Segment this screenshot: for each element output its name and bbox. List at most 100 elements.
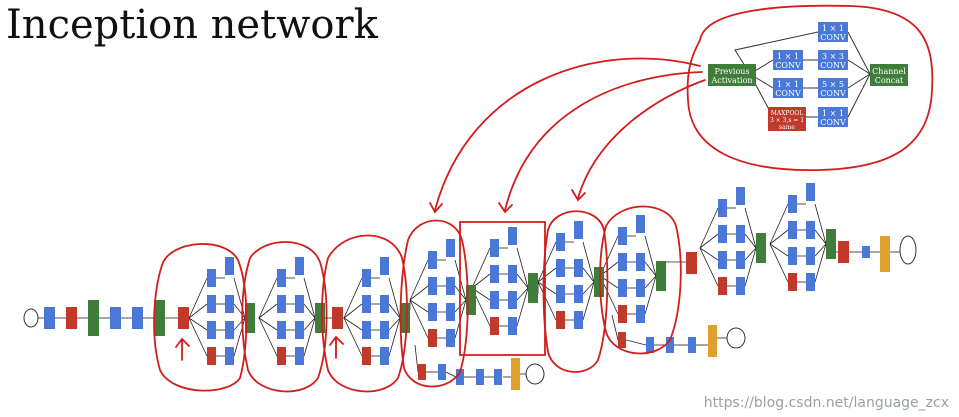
inception-3a-branch-a [207,321,216,339]
inception-3b-branch-a [277,347,286,365]
inception-5b-branch-b [806,273,815,291]
stem-conv-block [132,307,143,329]
inception-4a-branch-a [362,295,371,313]
fc-block [862,246,870,258]
aux-softmax-block [708,325,717,357]
inception-5a-branch-b [736,225,745,243]
inception-3b-edge [303,317,316,357]
module-loop-1 [153,243,248,392]
conv-1x1-block [773,78,803,98]
inception-5b-edge [814,243,827,283]
inception-3b-concat [315,303,325,333]
inception-5a-edge [699,247,719,261]
inception-5b-edge [814,203,827,245]
aux-branch-block [666,337,674,353]
conv-1x1-type: CONV [775,89,801,98]
aux-softmax-block [511,358,520,390]
inception-4b-branch-a [428,329,437,347]
inception-4b-edge [409,299,429,339]
inception-4a-branch-a [362,347,371,365]
conv-1x1-size: 1 × 1 [777,80,799,89]
inception-4c-branch-a [490,291,499,309]
inception-5a-concat [756,233,766,263]
stem-conv-block [44,307,55,329]
inception-4d-branch-b [574,221,583,239]
stem-norm-block [88,300,99,336]
inception-4e-branch-a [618,305,627,323]
inception-4d-edge [582,241,595,283]
output-node [899,235,917,265]
inception-4c-branch-b [508,291,517,309]
conv-1x1-type: CONV [820,33,846,42]
inception-5a-edge [699,233,719,249]
inception-4c-edge [471,247,491,289]
inception-3a-edge [188,317,208,331]
maxpool-block [686,252,697,274]
inception-4d-branch-a [556,259,565,277]
inception-4e-edge [644,261,657,277]
inception-4b-branch-a [428,277,437,295]
inception-4a-edge [388,317,401,331]
inception-4e-edge [644,275,657,315]
channel-concat-label-2: Concat [875,76,904,85]
conv-1x1-type: CONV [775,61,801,70]
previous-activation-label-1: Previous [714,67,749,76]
inception-3a-branch-b [225,321,234,339]
inception-3a-edge [188,277,208,319]
inception-5a-branch-b [736,277,745,295]
maxpool-block [768,107,806,131]
inception-4d-branch-a [556,285,565,303]
conv-1x1-size: 1 × 1 [777,52,799,61]
inception-4e-branch-b [636,279,645,297]
inception-4c-edge [516,273,529,289]
maxpool-block [178,307,189,329]
arrow-to-module-b [504,71,703,211]
inception-5b-edge [769,243,789,257]
inception-3b-branch-b [295,347,304,365]
network-edge [625,339,647,346]
inception-4c-edge [516,287,529,301]
inception-5b-branch-a [788,273,797,291]
network-edge [414,344,419,373]
previous-activation-block [708,64,756,86]
conv-1x1-block [818,107,848,127]
previous-activation-label-2: Activation [710,76,752,85]
aux-branch-block [646,337,654,353]
aux-branch-block [494,369,502,385]
aux-output-node-2 [726,327,746,349]
inception-5a-branch-a [718,199,727,217]
inception-4e-branch-b [636,215,645,233]
arrowhead-c [571,189,586,202]
aux-branch-block [476,369,484,385]
inception-4d-branch-b [574,311,583,329]
inception-4c-branch-a [490,265,499,283]
stem-conv-block [110,307,121,329]
inception-4a-edge [343,277,363,319]
conv-3x3-type: CONV [820,61,846,70]
inception-3b-edge [258,303,278,319]
inception-3b-edge [303,317,316,331]
module-highlight-circle [686,4,934,171]
inception-4d-edge [537,281,557,321]
inception-4e-concat [656,261,666,291]
inception-3a-edge [188,303,208,319]
module-loop-6 [542,210,609,373]
inception-3a-branch-a [207,295,216,313]
module-loop-3 [321,234,408,393]
input-node [23,308,39,328]
module-loop-4 [399,219,469,388]
inception-3b-branch-b [295,321,304,339]
aux-branch-block [688,337,696,353]
inception-4a-branch-b [380,321,389,339]
inception-4e-branch-a [618,227,627,245]
inception-5b-branch-b [806,183,815,201]
conv-3x3-block [818,50,848,70]
arrow-to-module-a [434,57,701,211]
inception-4c-branch-b [508,265,517,283]
conv-1x1-type: CONV [820,118,846,127]
channel-concat-block [870,64,908,86]
inception-4c-branch-b [508,317,517,335]
inception-4d-branch-b [574,259,583,277]
inception-4a-edge [388,317,401,357]
inception-4b-branch-b [446,239,455,257]
